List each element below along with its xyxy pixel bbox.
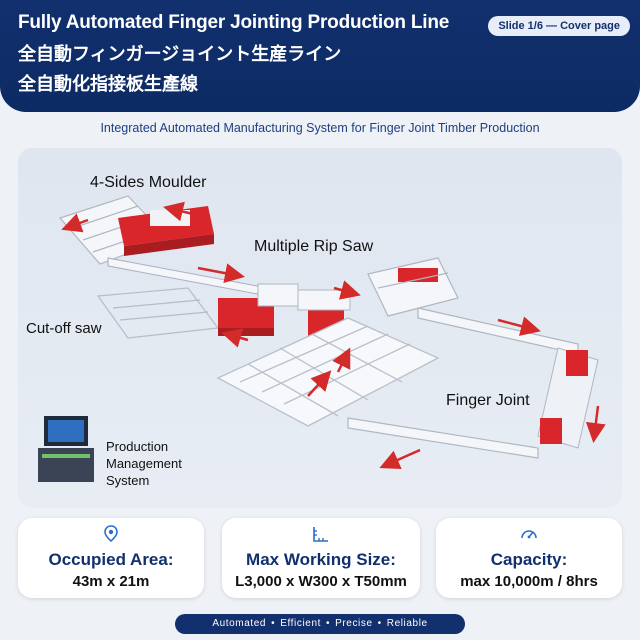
pms-line-3: System [106, 473, 150, 488]
title-chinese: 全自動化指接板生產線 [18, 74, 198, 95]
production-line-illustration: 4-Sides Moulder Multiple Rip Saw Cut-off… [18, 148, 622, 508]
stat-size-value: L3,000 x W300 x T50mm [235, 573, 407, 590]
subtitle: Integrated Automated Manufacturing Syste… [100, 121, 540, 135]
stat-area-label: Occupied Area: [48, 550, 174, 569]
title-english: Fully Automated Finger Jointing Producti… [18, 12, 450, 33]
pms-line-2: Management [106, 456, 182, 471]
conveyor-upper [107, 257, 269, 297]
rip-saw-station-right [367, 257, 459, 317]
stat-card-working-size: Max Working Size: L3,000 x W300 x T50mm [222, 518, 420, 598]
footer-separator: • [325, 618, 331, 629]
footer-separator: • [377, 618, 382, 629]
speedometer-icon [521, 530, 537, 539]
arrow-upper-conveyor [197, 263, 245, 284]
pms-line-1: Production [106, 439, 169, 454]
flow-arrows [61, 201, 606, 470]
finger-joint-machine [537, 347, 599, 449]
header-banner: Fully Automated Finger Jointing Producti… [0, 0, 640, 112]
ruler-icon [313, 527, 328, 542]
label-rip-saw: Multiple Rip Saw [254, 238, 374, 255]
arrow-return [379, 448, 421, 470]
footer-pill: Automated • Efficient • Precise • Reliable [175, 614, 465, 634]
footer-item-reliable: Reliable [386, 618, 428, 629]
location-pin-icon [104, 525, 118, 543]
footer-item-efficient: Efficient [280, 618, 321, 629]
arrow-to-ripsaw [333, 280, 361, 300]
slide-badge: Slide 1/6 — Cover page [488, 16, 630, 36]
arrow-moulder-out [61, 213, 89, 233]
title-japanese: 全自動フィンガージョイント生産ライン [18, 44, 342, 65]
stat-card-area: Occupied Area: 43m x 21m [18, 518, 204, 598]
footer-separator: • [271, 618, 276, 629]
arrow-table-2 [332, 347, 351, 373]
footer-item-automated: Automated [212, 618, 267, 629]
stat-capacity-value: max 10,000m / 8hrs [460, 573, 598, 590]
arrow-ripsaw-out [221, 328, 249, 348]
label-finger-joint: Finger Joint [446, 392, 530, 409]
computer-icon [38, 416, 94, 482]
arrow-moulder-in [163, 201, 194, 222]
footer-item-precise: Precise [335, 618, 373, 629]
arrow-table-1 [307, 370, 332, 397]
label-cutoff-saw: Cut-off saw [26, 320, 102, 337]
label-moulder: 4-Sides Moulder [90, 174, 207, 191]
production-line-svg [38, 195, 606, 482]
stat-area-value: 43m x 21m [72, 573, 150, 590]
label-production-management-system: Production Management System [106, 438, 182, 489]
arrow-finger-joint-down [585, 405, 606, 443]
stat-card-capacity: Capacity: max 10,000m / 8hrs [436, 518, 622, 598]
cutoff-table [96, 287, 220, 339]
stat-size-label: Max Working Size: [246, 550, 396, 569]
arrow-to-finger-joint [497, 316, 541, 336]
stat-capacity-label: Capacity: [490, 550, 568, 569]
